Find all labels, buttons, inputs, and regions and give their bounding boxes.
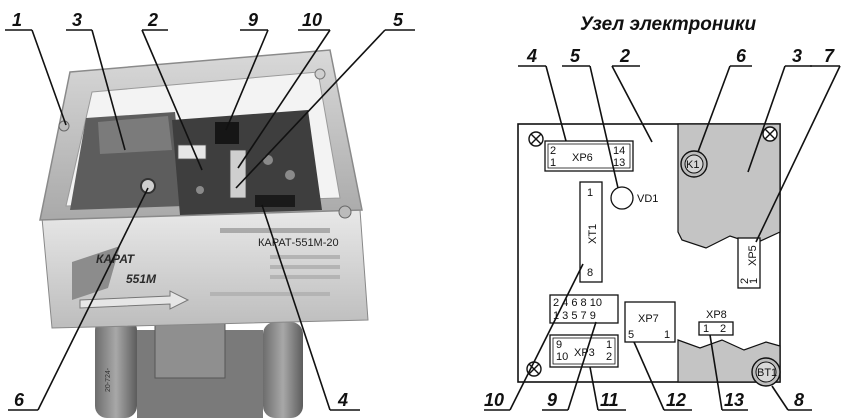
xp3-pin-1: 1 [606,339,612,351]
device-photo: 20-724- КАРАТ 551M КАРАТ-551М-20 [39,49,369,418]
callout-board-11: 11 [600,390,619,410]
pcb-header [255,195,295,207]
photo-callout-labels: 1 3 2 9 10 5 6 4 [12,10,404,410]
mount-hole-tl [528,131,544,147]
label-text-block-2 [270,255,340,259]
xp5-pin-2: 2 [739,278,751,284]
bt1-label: BT1 [757,367,777,379]
xp8-connector: XP8 1 2 [698,309,734,336]
callout-board-13: 13 [724,390,744,410]
callout-photo-5: 5 [393,10,404,30]
battery-top [98,116,172,154]
bt1-battery: BT1 [751,357,781,387]
xt1-label: XT1 [587,224,599,244]
callout-board-2: 2 [619,46,630,66]
xp7-pin-5: 5 [628,329,634,341]
xp6-connector: 2 1 XP6 14 13 [544,140,634,172]
pcb-terminal-strip [229,149,247,199]
vd1-label: VD1 [637,193,658,205]
mount-screw [140,178,156,194]
xp3-pin-2: 2 [606,351,612,363]
callout-board-4: 4 [526,46,537,66]
pipe-block [154,317,226,379]
xp8-pin-1: 1 [703,323,709,335]
vd1-led: VD1 [610,186,658,210]
pcb [172,110,322,215]
label-brand-1: КАРАТ [96,252,136,266]
board-diagram: K1 2 1 XP6 14 13 VD1 1 XT1 8 2 1 [517,123,781,387]
callout-board-8: 8 [794,390,804,410]
mount-hole-tr [762,126,778,142]
callout-board-10: 10 [484,390,504,410]
callout-photo-9: 9 [248,10,258,30]
callout-photo-10: 10 [302,10,322,30]
pin-header-top: 2 4 6 8 10 [553,297,602,309]
pipe-flange-right [263,322,303,418]
xp5-connector: 2 1 XP5 [737,237,761,289]
xt1-terminal: 1 XT1 8 [579,181,603,283]
callout-board-7: 7 [824,46,835,66]
board-callouts [484,65,841,411]
k1-label: K1 [686,159,699,171]
label-logo-swoosh [72,246,120,300]
xp6-label: XP6 [572,152,593,164]
label-model: КАРАТ-551М-20 [258,237,339,249]
callout-photo-3: 3 [72,10,82,30]
xp8-label: XP8 [706,309,727,321]
xp3-label: XP3 [574,347,595,359]
pin-header-bottom: 1 3 5 7 9 [553,310,596,322]
callout-board-5: 5 [570,46,581,66]
corner-hole-br [314,68,326,80]
photo-callouts [5,29,415,411]
label-text-block-4 [270,275,340,279]
xp3-pin-9: 9 [556,339,562,351]
label-text-block-3 [270,265,340,269]
pipe-side-text: 20-724- [105,367,112,392]
xp6-pin-2: 2 [550,145,556,157]
board-module-upper [677,123,781,249]
diagram-title: Узел электроники [580,14,757,35]
pcb-part-3 [196,186,204,194]
pcb-part-1 [263,155,273,165]
device-label: КАРАТ 551M КАРАТ-551М-20 [72,228,340,310]
pipe-flange-left [95,318,137,418]
xp8-pin-2: 2 [720,323,726,335]
callout-board-3: 3 [792,46,802,66]
label-arrow [79,290,190,310]
pcb-connector-black [215,122,239,144]
callout-photo-4: 4 [337,390,348,410]
xp6-pin-1: 1 [550,157,556,169]
callout-photo-1: 1 [12,10,22,30]
callout-photo-2: 2 [147,10,158,30]
xp7-pin-1: 1 [664,329,670,341]
callout-board-12: 12 [666,390,686,410]
mount-hole-bl [526,361,542,377]
xp5-pin-1: 1 [748,278,760,284]
xp5-label: XP5 [747,245,759,266]
xp6-pin-14: 14 [613,145,625,157]
xt1-pin-1: 1 [587,187,593,199]
label-text-block-1 [220,228,330,233]
board-callout-labels: 4 5 2 6 3 7 10 9 11 12 13 8 [484,46,835,410]
corner-hole-tl [58,120,70,132]
xp7-label: XP7 [638,313,659,325]
pcb-part-2 [285,170,295,180]
label-text-block-5 [210,292,330,296]
callout-photo-6: 6 [14,390,25,410]
corner-hole-tr [338,205,352,219]
xp6-pin-13: 13 [613,157,625,169]
callout-board-6: 6 [736,46,747,66]
xt1-pin-8: 8 [587,267,593,279]
xp3-pin-10: 10 [556,351,568,363]
callout-board-9: 9 [547,390,557,410]
k1-relay: K1 [680,150,708,178]
label-brand-2: 551M [126,272,157,286]
xp7-connector: XP7 5 1 [624,301,676,343]
